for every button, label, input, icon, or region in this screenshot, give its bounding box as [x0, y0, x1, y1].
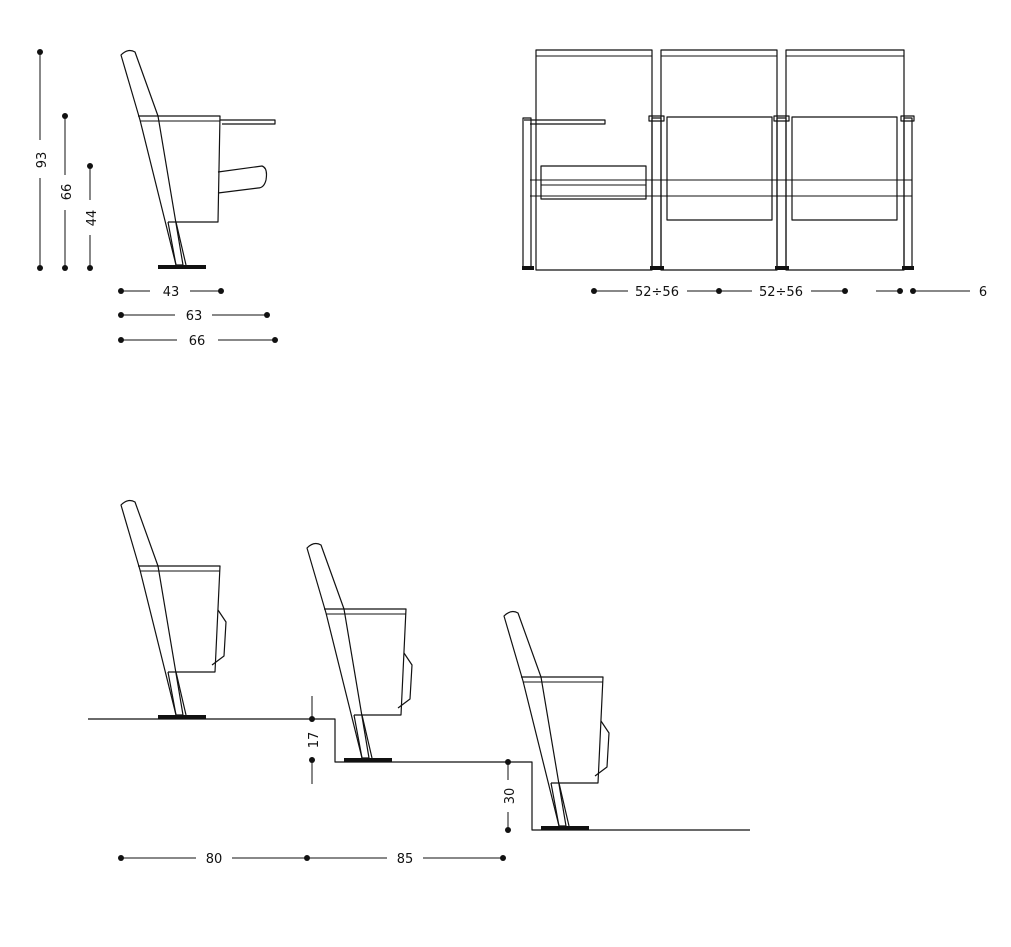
- stepped-floor-line: [88, 718, 750, 831]
- side-leg: [167, 221, 187, 266]
- front-backrest-1: [535, 49, 653, 271]
- side-backrest: [120, 49, 184, 266]
- height-armrest-label: 66: [60, 184, 75, 201]
- front-width-dimensions: 52÷56 52÷56 6: [591, 285, 987, 300]
- row-pitch-2-label: 85: [397, 852, 414, 867]
- side-seat-box: [138, 115, 221, 223]
- riser-dimensions: 17 30: [307, 696, 518, 833]
- front-seat-3: [791, 116, 898, 221]
- front-standard-3: [776, 117, 787, 269]
- front-backrest-3: [785, 49, 905, 271]
- depth-seat-label: 43: [163, 285, 180, 300]
- side-height-dimensions: 93 66 44: [35, 49, 100, 271]
- side-armrest-pad: [217, 165, 268, 194]
- tiered-chair-2: [306, 542, 413, 762]
- side-writing-tablet: [220, 119, 276, 125]
- tiered-chair-1: [120, 499, 227, 719]
- riser-2-label: 30: [503, 788, 518, 805]
- tiered-chair-3: [503, 610, 610, 830]
- riser-1-label: 17: [307, 732, 322, 749]
- side-base-plate: [158, 265, 206, 269]
- height-overall-label: 93: [35, 152, 50, 169]
- depth-open-label: 66: [189, 334, 206, 349]
- front-standard-left: [522, 117, 532, 269]
- front-backrest-2: [660, 49, 778, 271]
- tiered-floor: [88, 718, 750, 831]
- front-view: [522, 49, 915, 271]
- width-seat-1-label: 52÷56: [635, 285, 679, 300]
- front-tablet-box: [540, 165, 647, 200]
- front-seat-2: [666, 116, 773, 221]
- depth-closed-label: 63: [186, 309, 203, 324]
- row-pitch-1-label: 80: [206, 852, 223, 867]
- side-depth-dimensions: 43 63 66: [118, 285, 278, 349]
- row-pitch-dimensions: 80 85: [118, 852, 506, 867]
- width-armrest-label: 6: [979, 285, 987, 300]
- front-writing-tablet: [524, 119, 606, 125]
- width-seat-2-label: 52÷56: [759, 285, 803, 300]
- front-standard-2: [651, 117, 662, 269]
- front-standard-right: [903, 117, 913, 269]
- side-view: [120, 49, 276, 269]
- height-seat-label: 44: [85, 210, 100, 227]
